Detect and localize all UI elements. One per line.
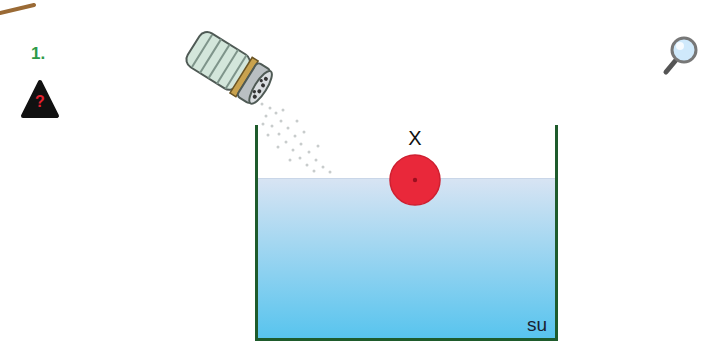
water-container: su X [255, 125, 558, 341]
ball-object: X [388, 126, 442, 210]
question-number: 1. [31, 44, 45, 64]
salt-particles [261, 103, 332, 174]
warning-icon [23, 82, 57, 116]
magnifier-icon [666, 38, 696, 72]
question-number-holder: 1. [31, 44, 61, 64]
salt-shaker [182, 28, 276, 109]
warning-symbol: ? [35, 93, 45, 111]
liquid-label: su [527, 314, 547, 336]
red-ball [388, 152, 442, 208]
warning-symbol-holder: ? [30, 93, 50, 111]
object-label: X [408, 126, 421, 150]
corner-stroke [0, 5, 34, 13]
